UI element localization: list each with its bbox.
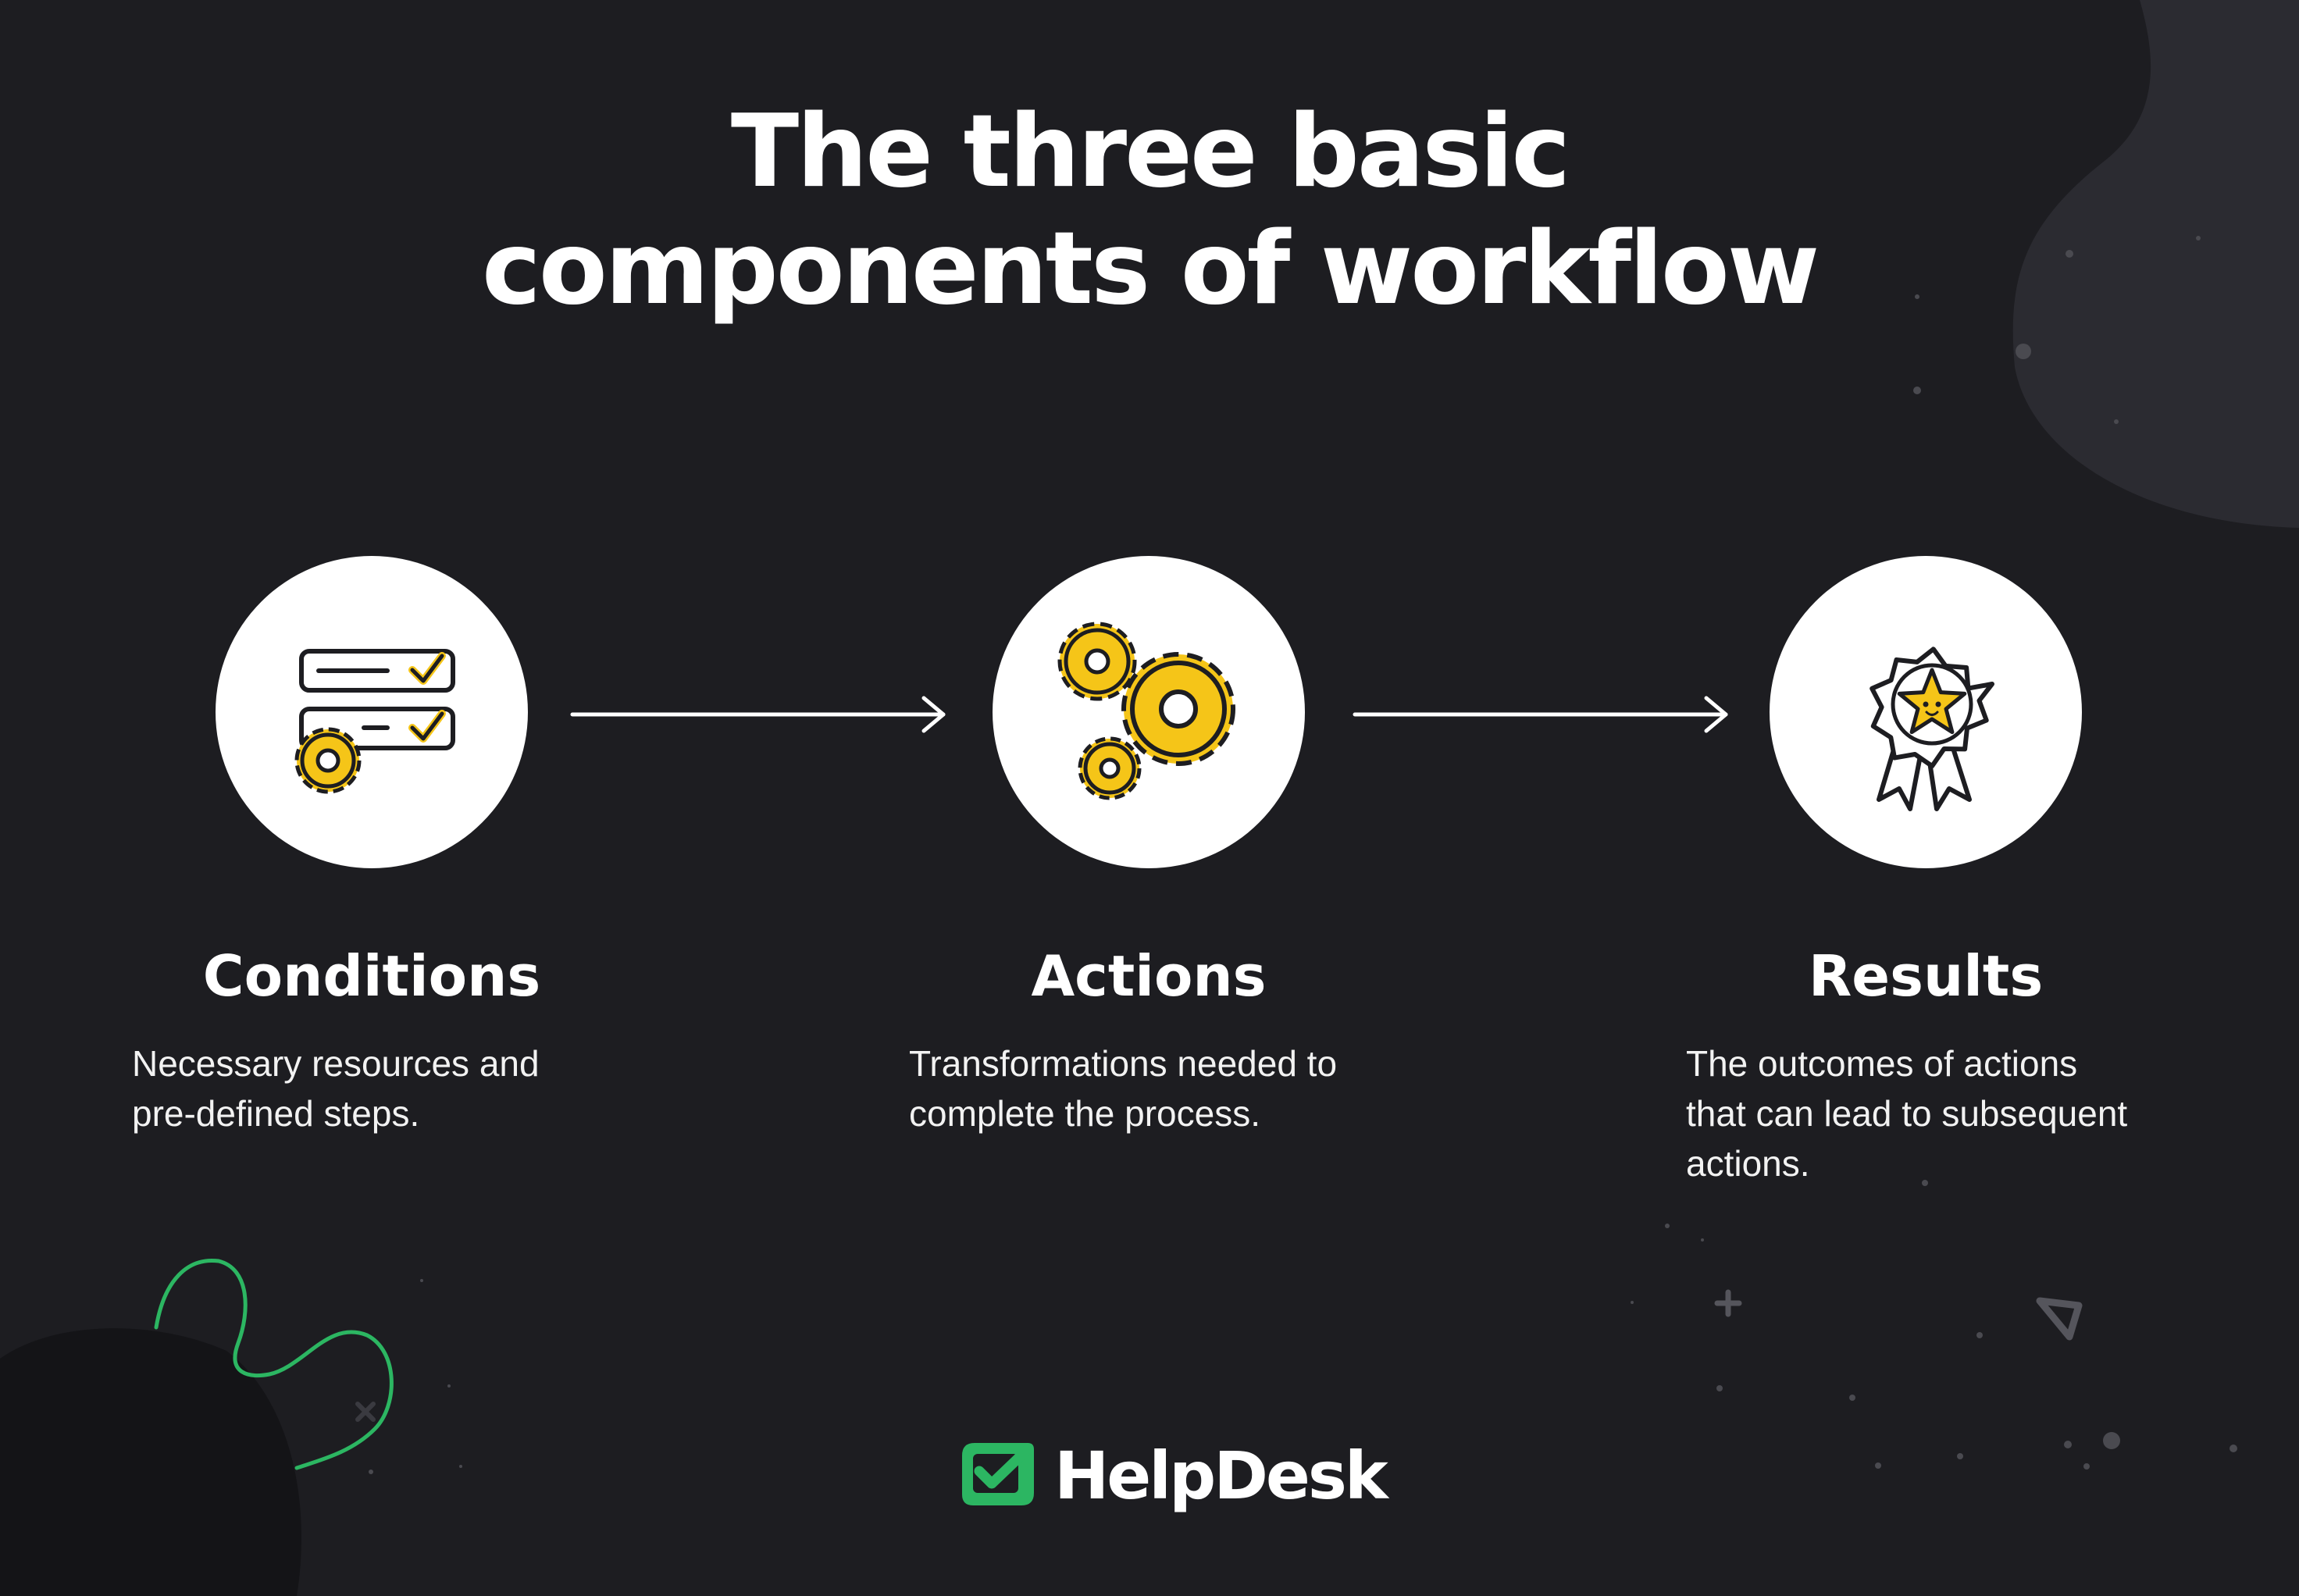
results-description-line: that can lead to subsequent — [1686, 1093, 2128, 1134]
sparkle-cross-icon — [355, 1402, 376, 1422]
top-right-blob — [2012, 0, 2299, 528]
brand-name: HelpDesk — [1054, 1437, 1388, 1514]
title-line-2: components of workflow — [481, 211, 1820, 327]
triangle-shape — [2036, 1297, 2083, 1341]
award-badge-icon — [1869, 647, 1994, 811]
conditions-description-line: pre-defined steps. — [132, 1093, 420, 1134]
actions-description-line: complete the process. — [909, 1093, 1261, 1134]
results-icon-circle — [1770, 556, 2082, 868]
helpdesk-check-icon — [962, 1443, 1034, 1505]
results-description-line: The outcomes of actions — [1686, 1043, 2078, 1084]
checklist-gear-icon — [294, 649, 455, 794]
page-title: The three basic components of workflow — [0, 94, 2299, 328]
actions-title: Actions — [1031, 943, 1267, 1009]
star-dots — [369, 236, 2237, 1474]
green-squiggle — [154, 1258, 394, 1470]
bottom-left-blob — [0, 1328, 301, 1596]
results-description-line: actions. — [1686, 1143, 1810, 1184]
gears-icon — [1057, 622, 1235, 800]
actions-icon-circle — [993, 556, 1305, 868]
sparkle-plus-icon — [1714, 1289, 1742, 1317]
arrow-right-icon — [570, 696, 946, 733]
conditions-description-line: Necessary resources and — [132, 1043, 540, 1084]
conditions-title: Conditions — [202, 943, 541, 1009]
results-title: Results — [1808, 943, 2044, 1009]
conditions-icon-circle — [216, 556, 528, 868]
title-line-1: The three basic — [730, 94, 1570, 210]
results-description: The outcomes of actions that can lead to… — [1686, 1038, 2186, 1188]
conditions-description: Necessary resources and pre-defined step… — [132, 1038, 632, 1138]
actions-description: Transformations needed to complete the p… — [909, 1038, 1409, 1138]
actions-description-line: Transformations needed to — [909, 1043, 1338, 1084]
arrow-right-icon — [1353, 696, 1728, 733]
